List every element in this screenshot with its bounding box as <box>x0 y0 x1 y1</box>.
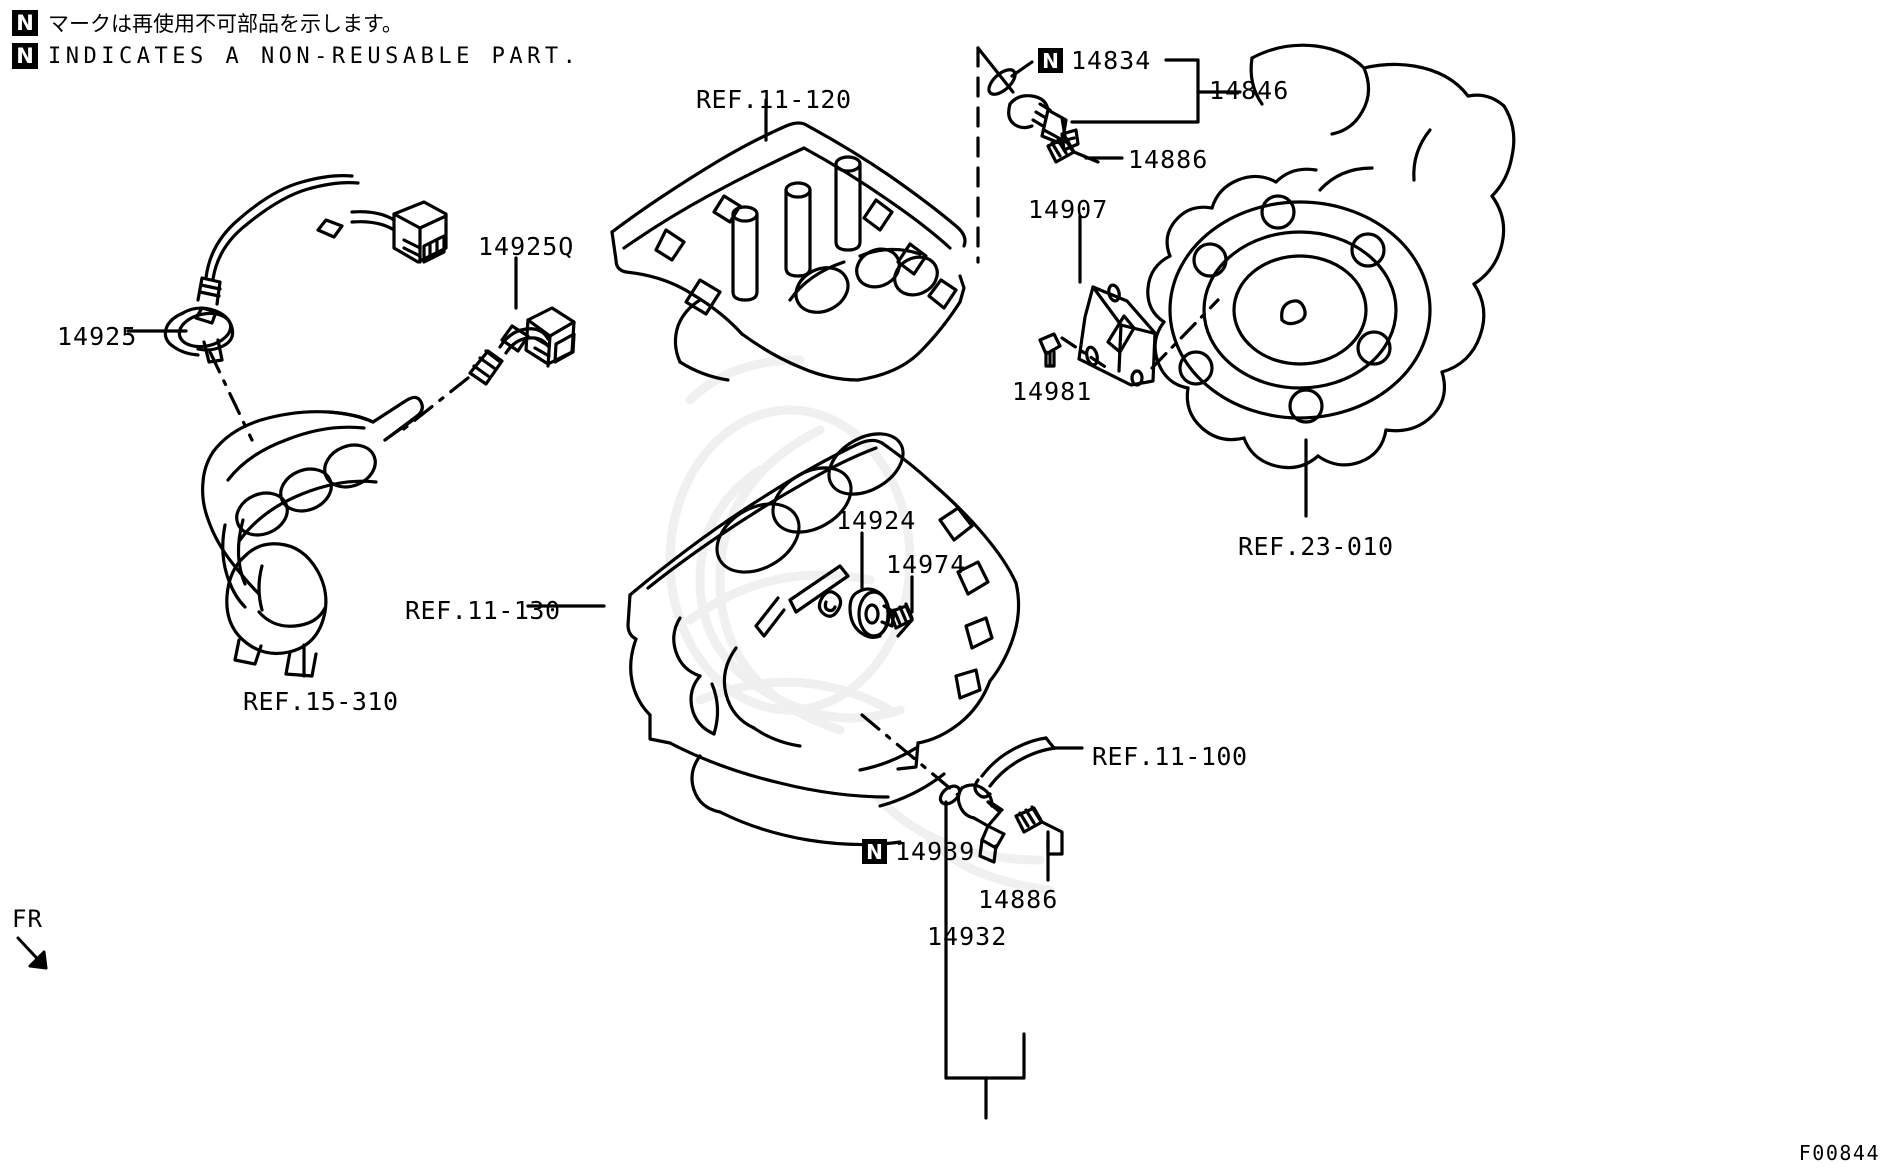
legend-row-japanese: N マークは再使用不可部品を示します。 <box>12 8 403 38</box>
non-reusable-n-badge-icon: N <box>12 43 38 69</box>
diagram-code: F00844 <box>1798 1141 1880 1165</box>
knock-sensor-14924-art <box>848 587 896 639</box>
reference-label-11-100[interactable]: REF.11-100 <box>1092 742 1248 771</box>
background-watermark-icon <box>665 355 1055 895</box>
bracket-14932-right <box>944 1032 1026 1080</box>
legend-text-english: INDICATES A NON-REUSABLE PART. <box>48 43 581 69</box>
part-label-14981[interactable]: 14981 <box>1012 377 1093 406</box>
part-label-14886-bottom[interactable]: 14886 <box>978 885 1059 914</box>
bolt-14981-art <box>1038 332 1062 368</box>
o-ring-14834-art <box>987 68 1017 96</box>
o-ring-14939-art <box>938 784 962 806</box>
leader-line-14834 <box>1010 60 1034 78</box>
dipstick-tube-11-100-art <box>973 736 1058 799</box>
reference-label-23-010[interactable]: REF.23-010 <box>1238 532 1394 561</box>
reference-label-15-310[interactable]: REF.15-310 <box>243 687 399 716</box>
bracket-14846-top <box>1164 58 1200 94</box>
bolt-14974-art <box>888 602 914 638</box>
assembly-line-14932 <box>860 713 960 797</box>
part-label-14925q[interactable]: 14925Q <box>478 232 575 261</box>
oxygen-sensor-14925-art <box>163 174 448 364</box>
part-label-14834: 14834 <box>1071 46 1152 75</box>
transmission-housing-23-010-art <box>1146 43 1516 470</box>
cylinder-head-11-120-art <box>610 98 967 382</box>
reference-label-11-120[interactable]: REF.11-120 <box>696 85 852 114</box>
leader-line-14834-arrow <box>976 46 1015 94</box>
bolt-14886-bottom-art <box>1014 805 1064 856</box>
oxygen-sensor-14925Q-art <box>468 306 576 386</box>
assembly-line-14925Q <box>398 376 470 434</box>
legend-text-japanese: マークは再使用不可部品を示します。 <box>48 12 403 36</box>
bolt-14886-top-art <box>1046 135 1100 164</box>
non-reusable-n-badge-icon: N <box>862 839 887 864</box>
fr-label: FR <box>12 905 43 933</box>
cylinder-block-11-130-art <box>626 432 1021 847</box>
bracket-14907-art <box>1077 283 1157 387</box>
sensor-14846-art <box>1007 94 1080 152</box>
legend-row-english: N INDICATES A NON-REUSABLE PART. <box>12 43 580 69</box>
part-label-14924[interactable]: 14924 <box>836 506 917 535</box>
assembly-line-14907 <box>1150 298 1220 370</box>
assembly-line-14925 <box>208 350 254 442</box>
part-label-14974[interactable]: 14974 <box>886 550 967 579</box>
part-label-14932[interactable]: 14932 <box>927 922 1008 951</box>
part-label-14939-group[interactable]: N 14939 <box>862 837 975 866</box>
non-reusable-n-badge-icon: N <box>1038 48 1063 73</box>
assembly-line-14981 <box>1060 336 1112 372</box>
part-label-14834-group[interactable]: N 14834 <box>1038 46 1151 75</box>
non-reusable-n-badge-icon: N <box>12 10 38 36</box>
part-label-14846[interactable]: 14846 <box>1209 76 1290 105</box>
reference-label-11-130[interactable]: REF.11-130 <box>405 596 561 625</box>
fr-orientation-marker: FR <box>10 905 80 985</box>
part-label-14886-top[interactable]: 14886 <box>1128 145 1209 174</box>
part-label-14907[interactable]: 14907 <box>1028 195 1109 224</box>
part-label-14925[interactable]: 14925 <box>57 322 138 351</box>
leader-line-14846-a <box>1070 90 1201 124</box>
exhaust-manifold-art <box>201 395 424 678</box>
part-label-14939: 14939 <box>895 837 976 866</box>
